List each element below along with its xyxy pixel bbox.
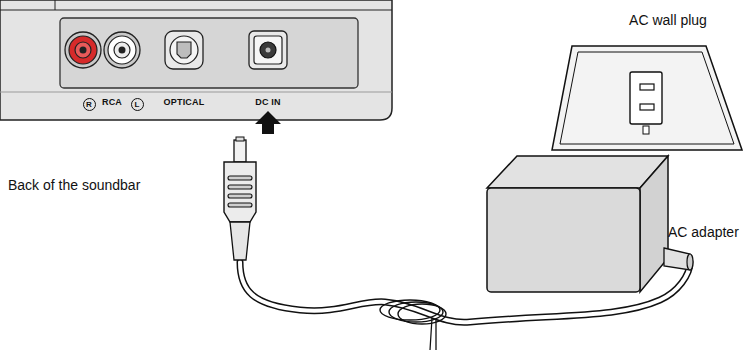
connector-label: OPTICAL [164,97,205,107]
strain-relief [230,222,250,260]
adapter-side [640,156,668,292]
wall-outlet [630,72,662,124]
dc-plug-body [224,162,256,222]
rca-white-jack [108,36,136,64]
optical-port [170,36,198,64]
plug-grip-rib [228,185,252,189]
dc-plug-tip [234,140,246,162]
dc-in-jack [254,36,282,64]
adapter-front [487,188,640,292]
circled-letter: L [131,98,144,111]
connector-label: DC IN [255,97,281,107]
soundbar-body [0,0,392,120]
plug-grip-rib [228,194,252,198]
adapter-cord-relief [664,248,690,270]
part-name: AC wall plug [629,12,707,28]
jack-panel [60,18,358,88]
circled-letter: R [83,98,96,111]
part-name: AC adapter [668,224,739,240]
insert-arrow [255,111,281,134]
plug-grip-rib [228,203,252,207]
part-name: Back of the soundbar [8,177,140,193]
plug-grip-rib [228,176,252,180]
rca-red-jack [69,36,97,64]
adapter-top [487,156,668,188]
cable-loop [398,304,446,324]
wall-plate [552,46,742,150]
connector-label: RCA [102,97,122,107]
